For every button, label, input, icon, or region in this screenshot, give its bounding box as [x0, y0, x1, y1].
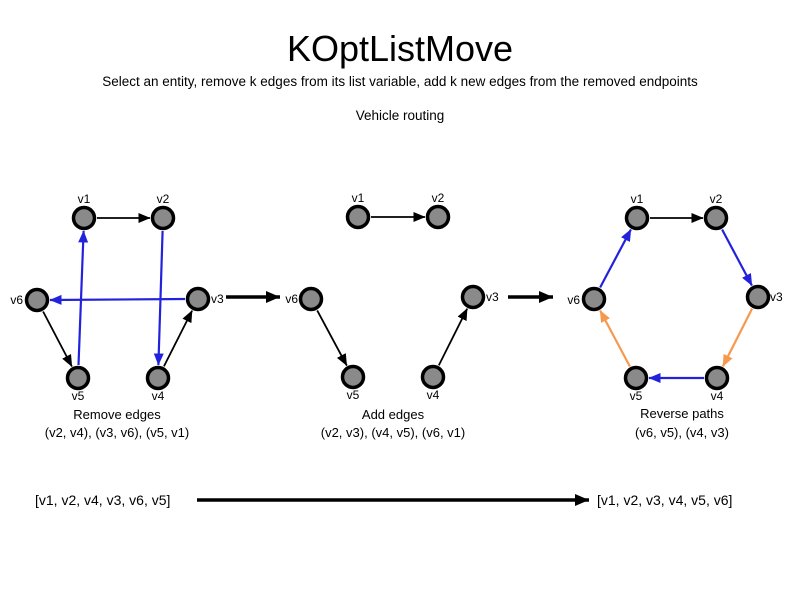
node-v6 [581, 286, 607, 312]
page-title: KOptListMove [287, 28, 513, 69]
context-label: Vehicle routing [356, 108, 445, 123]
diagram-reverse-paths: v1 v2 v6 v3 v5 v4 Reverse paths (v6, v5)… [567, 192, 783, 440]
node-v5 [623, 365, 649, 391]
node-v4 [704, 365, 730, 391]
node-label-v4: v4 [711, 389, 724, 403]
edge-v6-v5 [316, 309, 348, 367]
diagram-add-edges: v1 v2 v6 v3 v5 v4 Add edges (v2, v3), (v… [285, 191, 499, 440]
node-v5 [65, 365, 91, 391]
node-v2 [425, 204, 451, 230]
node-label-v2: v2 [710, 192, 723, 206]
diagram-edge-list: (v6, v5), (v4, v3) [635, 425, 729, 440]
edge-v4-v3 [163, 310, 193, 367]
diagram-caption: Remove edges [73, 407, 161, 422]
node-label-v1: v1 [78, 192, 91, 206]
node-label-v5: v5 [630, 389, 643, 403]
node-v3 [460, 284, 486, 310]
edge-v6-v5 [42, 311, 73, 367]
node-label-v4: v4 [427, 388, 440, 402]
node-label-v1: v1 [631, 192, 644, 206]
node-label-v4: v4 [152, 389, 165, 403]
node-v4 [420, 364, 446, 390]
node-v4 [145, 365, 171, 391]
node-v5 [340, 364, 366, 390]
node-label-v2: v2 [157, 192, 170, 206]
node-label-v5: v5 [72, 389, 85, 403]
list-before: [v1, v2, v4, v3, v6, v5] [35, 492, 170, 508]
edge-v5-v1 [77, 230, 89, 366]
edge-v2-v3 [721, 228, 753, 287]
node-label-v3: v3 [770, 290, 783, 304]
diagram-edge-list: (v2, v3), (v4, v5), (v6, v1) [321, 425, 465, 440]
list-transform-row: [v1, v2, v4, v3, v6, v5] [v1, v2, v3, v4… [35, 492, 732, 508]
node-v3 [185, 286, 211, 312]
node-v6 [24, 287, 50, 313]
edge-v3-v6 [49, 294, 186, 305]
node-label-v3: v3 [211, 292, 224, 306]
diagram-edge-list: (v2, v4), (v3, v6), (v5, v1) [45, 425, 189, 440]
edge-v4-v3 [437, 308, 469, 366]
node-label-v1: v1 [352, 191, 365, 205]
diagram-caption: Reverse paths [640, 406, 724, 421]
node-v1 [345, 204, 371, 230]
node-v3 [745, 284, 771, 310]
edge-v6-v1 [599, 228, 632, 289]
diagram-caption: Add edges [362, 407, 425, 422]
edge-v5-v6 [599, 309, 631, 368]
node-label-v6: v6 [285, 292, 298, 306]
node-v1 [624, 205, 650, 231]
edge-v2-v4 [153, 230, 164, 366]
node-v2 [150, 205, 176, 231]
list-after: [v1, v2, v3, v4, v5, v6] [597, 492, 732, 508]
page-subtitle: Select an entity, remove k edges from it… [102, 74, 698, 89]
node-label-v3: v3 [486, 290, 499, 304]
node-label-v5: v5 [347, 388, 360, 402]
node-label-v2: v2 [432, 191, 445, 205]
diagram-remove-edges: v1 v2 v6 v3 v5 v4 Remove edges (v2, v4),… [10, 192, 224, 440]
node-v2 [703, 205, 729, 231]
node-v6 [298, 286, 324, 312]
node-label-v6: v6 [10, 293, 23, 307]
edge-v3-v4 [721, 308, 754, 367]
node-label-v6: v6 [567, 293, 580, 307]
node-v1 [71, 205, 97, 231]
